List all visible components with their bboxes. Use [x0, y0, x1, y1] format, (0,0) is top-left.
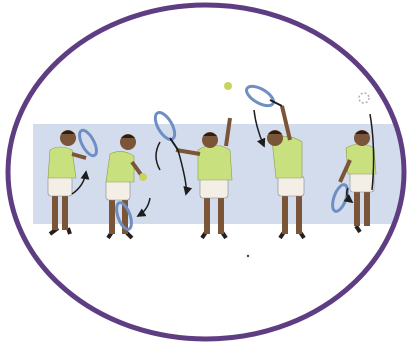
- speck: [247, 255, 249, 257]
